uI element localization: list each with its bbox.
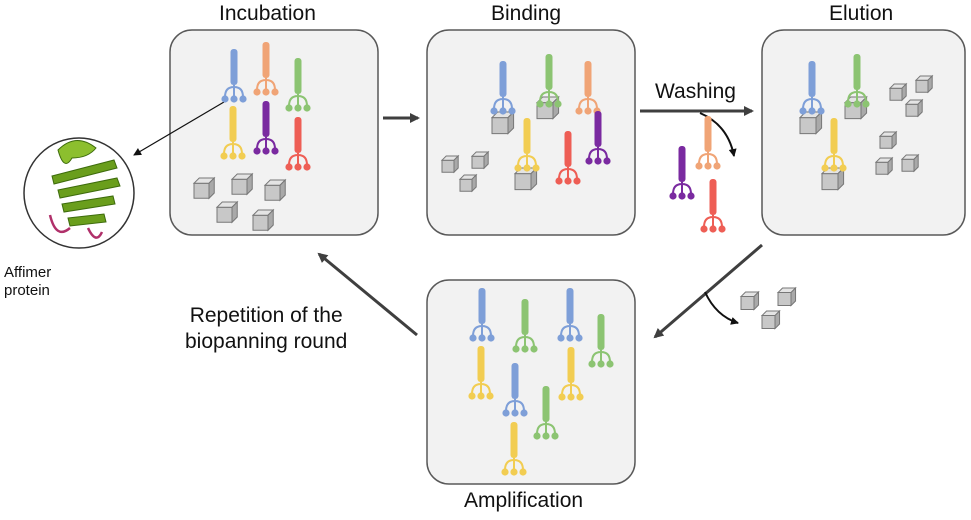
target-cube [776,286,797,307]
target-cube [458,173,478,193]
affimer-probe [469,288,495,342]
target-cube [251,208,275,232]
repetition-label: Repetition of the biopanning round [185,303,347,355]
affimer-probe [533,386,559,440]
affimer-probe [253,42,279,96]
affimer-probe [512,299,538,353]
affimer-probe [558,347,584,401]
amplification-panel [426,279,636,485]
affimer-probe [502,363,528,417]
wash-out-curve-arrow [699,112,737,157]
binding-panel [426,29,636,236]
affimer-probe [468,346,494,400]
repetition-label-line1: Repetition of the [189,304,343,327]
affimer-probe [514,118,540,172]
target-cube [888,82,908,102]
affimer-probe [501,422,527,476]
affimer-label-line1: Affimer [4,264,52,281]
affimer-probe [253,101,279,155]
amplification-title: Amplification [464,489,584,512]
affimer-probe [536,54,562,108]
affimer-probe [695,116,721,170]
elution-title: Elution [829,2,894,25]
binding-title: Binding [491,2,562,25]
target-cube [798,110,823,135]
molecules-layer [192,42,934,476]
affimer-protein-illustration [23,137,135,249]
target-cube [230,172,254,196]
affimer-probe [555,131,581,185]
affimer-probe [490,61,516,115]
affimer-probe [844,54,870,108]
target-cube [215,200,239,224]
affimer-probe [285,117,311,171]
affimer-probe [799,61,825,115]
zoom-pointer-line [133,101,225,156]
affimer-label-line2: protein [4,282,50,299]
incubation-title: Incubation [219,2,316,25]
target-out-curve-arrow [704,291,739,325]
side-branch-arrows [133,101,739,325]
target-cube [440,154,460,174]
elution-to-amplification-arrow [653,243,763,339]
target-cube [874,156,894,176]
target-cube [900,153,920,173]
incubation-panel [169,29,379,236]
affimer-probe [220,106,246,160]
affimer-probe [585,111,611,165]
target-cube [760,309,781,330]
repetition-label-line2: biopanning round [185,330,348,353]
affimer-probe [221,49,247,103]
target-cube [263,178,287,202]
target-cube [739,290,760,311]
affimer-probe [821,118,847,172]
affimer-probe [588,314,614,368]
elution-panel [761,29,966,236]
affimer-probe [285,58,311,112]
target-cube [192,176,216,200]
repetition-arrow [317,252,418,337]
process-arrows [317,106,763,339]
target-cube [904,98,924,118]
target-cube [914,74,934,94]
affimer-probe [700,179,726,233]
target-cube [470,150,490,170]
affimer-probe [557,288,583,342]
target-cube [878,130,898,150]
affimer-protein-label: Affimer protein [4,264,51,300]
affimer-probe [669,146,695,200]
washing-label: Washing [655,80,736,103]
target-cube [490,110,515,135]
